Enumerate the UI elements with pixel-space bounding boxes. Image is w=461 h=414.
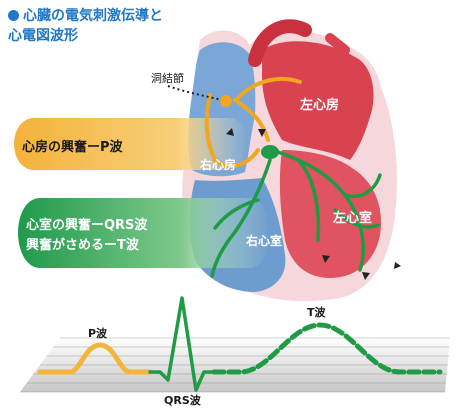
t-wave-label: T波: [307, 306, 326, 319]
atrial-band: [14, 118, 248, 170]
right-ventricle-label: 右心室: [246, 234, 283, 248]
p-wave-trace: [37, 342, 153, 375]
diagram-title: 心臓の電気刺激伝導と 心電図波形: [8, 6, 163, 46]
qrs-wave-label: QRS波: [164, 394, 201, 407]
sa-node-pointer: [167, 85, 223, 101]
flow-arrows: [226, 128, 401, 280]
atrial-conduction-paths: [204, 77, 302, 169]
ventricular-conduction-paths: [210, 150, 382, 278]
left-ventricle-label: 左心室: [333, 211, 373, 226]
left-atrium-region: [262, 41, 374, 160]
t-wave-trace: [211, 322, 443, 375]
av-node-icon: [261, 145, 279, 159]
sa-node-label: 洞結節: [151, 72, 184, 85]
p-wave-label: P波: [88, 327, 108, 340]
ecg-grid: [20, 337, 450, 393]
ecg-waveform: [37, 296, 443, 392]
right-atrium-label: 右心房: [200, 158, 237, 172]
ventricular-callout-line-1: 心室の興奮ーQRS波: [26, 218, 148, 233]
title-line-1: 心臓の電気刺激伝導と: [23, 8, 163, 24]
bullet-dot-icon: [8, 10, 19, 21]
left-atrium-label: 左心房: [300, 98, 340, 113]
ventricular-band: [18, 198, 270, 268]
atrial-callout: 心房の興奮ーP波: [22, 140, 123, 155]
left-ventricle-region: [279, 150, 382, 278]
title-line-2: 心電図波形: [8, 28, 78, 44]
ventricular-callout-line-2: 興奮がさめるーT波: [26, 238, 139, 253]
qrs-complex-trace: [148, 296, 216, 392]
sa-node-icon: [220, 95, 232, 107]
